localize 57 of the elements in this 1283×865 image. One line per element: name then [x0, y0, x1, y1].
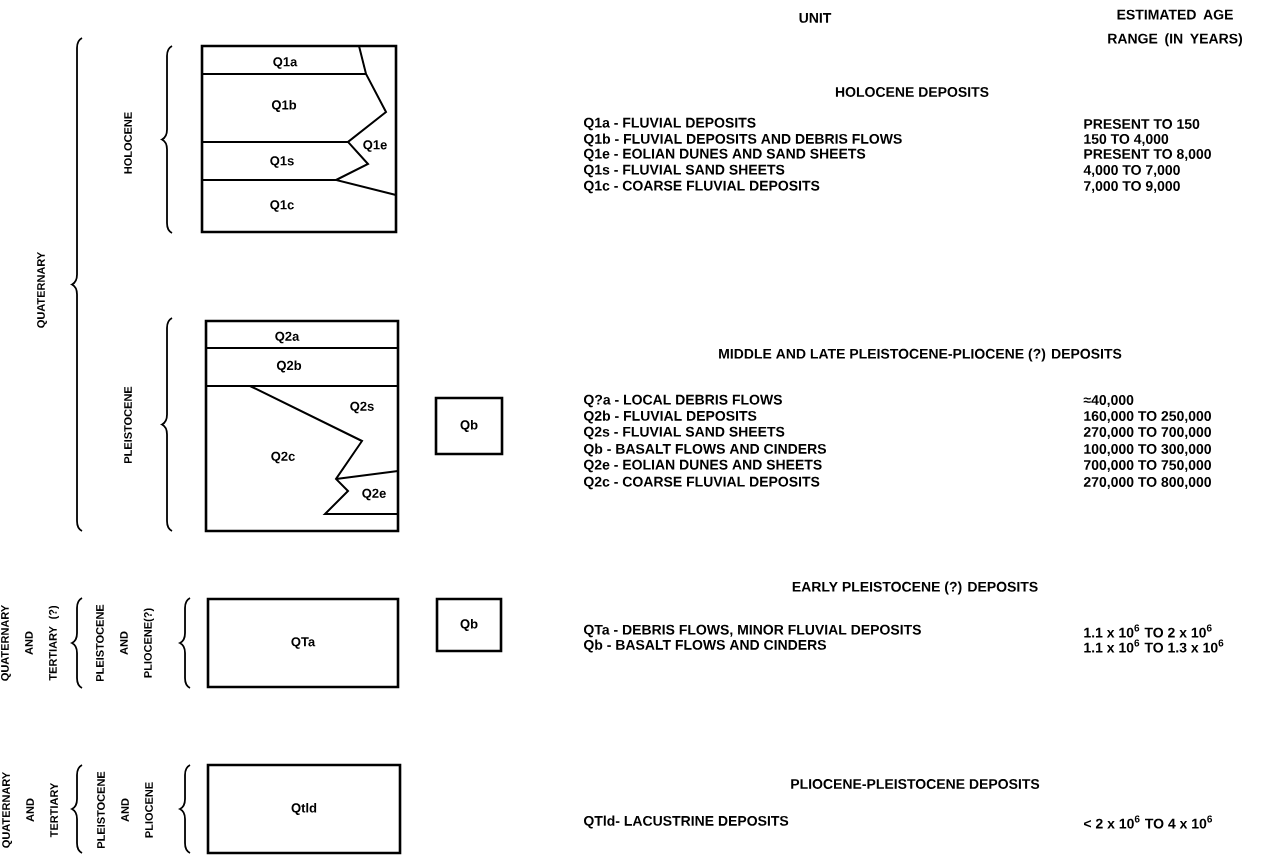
age-range: 100,000 TO 300,000 [1084, 444, 1211, 456]
unit-box: QTa [206, 597, 400, 689]
unit-description: Q1c - COARSE FLUVIAL DEPOSITS [584, 180, 820, 194]
unit-label: Q2b [276, 360, 302, 373]
age-range: 270,000 TO 700,000 [1083, 427, 1211, 439]
period-label: HOLOCENE [124, 112, 132, 174]
age-range: 150 TO 4,000 [1084, 134, 1169, 146]
unit-description: Q?a - LOCAL DEBRIS FLOWS [584, 394, 782, 408]
column-heading: ESTIMATED AGE RANGE (IN YEARS) [1108, 9, 1242, 47]
unit-description: Q1a - FLUVIAL DEPOSITS [584, 117, 756, 131]
unit-label: Q2s [350, 401, 374, 414]
age-range: 4,000 TO 7,000 [1083, 165, 1180, 177]
unit-description: Qb - BASALT FLOWS AND CINDERS [584, 443, 826, 457]
period-label: PLEISTOCENE AND PLIOCENE [97, 771, 153, 848]
unit-description: Q1s - FLUVIAL SAND SHEETS [584, 164, 785, 178]
age-range: PRESENT TO 8,000 [1084, 149, 1211, 161]
unit-box: Qb [434, 396, 504, 456]
age-range: PRESENT TO 150 [1084, 119, 1200, 129]
unit-label: Q1b [271, 100, 297, 112]
column-heading: PLIOCENE-PLEISTOCENE DEPOSITS [791, 779, 1040, 789]
column-heading: EARLY PLEISTOCENE (?) DEPOSITS [792, 581, 1038, 595]
period-label: QUATERNARY AND TERTIARY (?) [1, 605, 59, 681]
unit-box: Qb [435, 597, 503, 653]
unit-label: Q2c [271, 451, 295, 464]
unit-label: Q2a [275, 331, 300, 344]
column-box [200, 44, 398, 234]
unit-description: Q1e - EOLIAN DUNES AND SAND SHEETS [584, 148, 866, 162]
unit-label: Q1s [270, 156, 294, 168]
unit-description: Q2e - EOLIAN DUNES AND SHEETS [584, 459, 822, 473]
age-range: 1.1 x 10$^{6}$ TO 2 x 10$^{6}$ [1084, 624, 1212, 638]
unit-box: Qtld [206, 763, 402, 855]
column-box [204, 319, 400, 533]
unit-label: Q1e [363, 140, 387, 152]
age-range: < 2 x 10$^{6}$ TO 4 x 10$^{6}$ [1084, 815, 1213, 829]
unit-description: Qb - BASALT FLOWS AND CINDERS [584, 639, 826, 653]
unit-description: Q2s - FLUVIAL SAND SHEETS [584, 426, 785, 440]
age-range: 1.1 x 10$^{6}$ TO 1.3 x 10$^{6}$ [1084, 639, 1224, 653]
column-heading: UNIT [799, 13, 832, 23]
unit-description: QTa - DEBRIS FLOWS, MINOR FLUVIAL DEPOSITS [584, 624, 921, 638]
age-range: ≈40,000 [1083, 395, 1134, 407]
column-heading: MIDDLE AND LATE PLEISTOCENE-PLIOCENE (?) DEPOSITS [719, 348, 1122, 362]
unit-description: Q2b - FLUVIAL DEPOSITS [584, 410, 757, 424]
age-range: 7,000 TO 9,000 [1084, 181, 1180, 193]
column-heading: HOLOCENE DEPOSITS [835, 87, 989, 97]
unit-label: Q1a [273, 57, 298, 69]
unit-description: QTld- LACUSTRINE DEPOSITS [584, 815, 789, 829]
period-label: QUATERNARY AND TERTIARY [2, 772, 58, 848]
unit-label: Q2e [362, 488, 386, 501]
period-label: QUATERNARY [37, 252, 47, 328]
age-range: 270,000 TO 800,000 [1083, 477, 1211, 489]
period-label: PLEISTOCENE [124, 386, 132, 463]
unit-description: Q2c - COARSE FLUVIAL DEPOSITS [584, 476, 820, 490]
age-range: 700,000 TO 750,000 [1084, 460, 1211, 472]
age-range: 160,000 TO 250,000 [1084, 411, 1211, 423]
unit-description: Q1b - FLUVIAL DEPOSITS AND DEBRIS FLOWS [584, 133, 902, 147]
period-label: PLEISTOCENE AND PLIOCENE(?) [96, 604, 154, 681]
unit-label: Q1c [270, 200, 294, 212]
